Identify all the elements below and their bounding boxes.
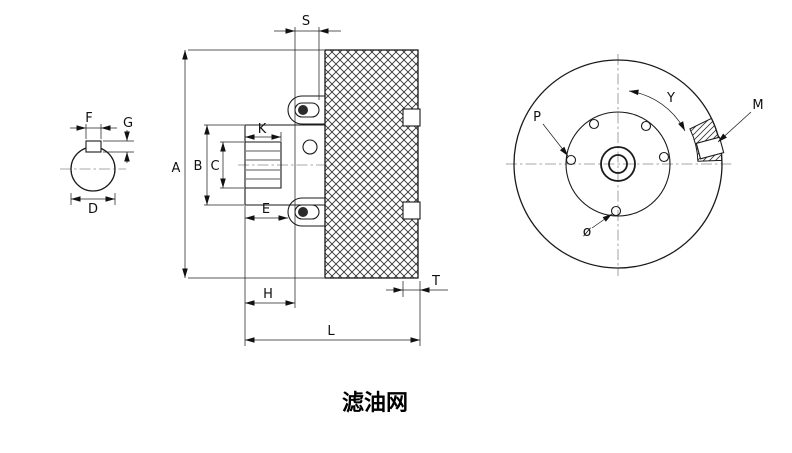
dim-F: F bbox=[70, 111, 117, 139]
dim-S: S bbox=[274, 14, 341, 308]
dim-label-B: B bbox=[194, 159, 203, 174]
dim-label-E: E bbox=[262, 202, 270, 217]
dim-label-K: K bbox=[258, 122, 267, 137]
mesh-body bbox=[324, 49, 419, 279]
dim-label-H: H bbox=[263, 287, 273, 302]
dim-L: L bbox=[245, 324, 420, 343]
inner-circle bbox=[565, 111, 671, 217]
dim-T: T bbox=[386, 274, 448, 346]
dim-C: C bbox=[210, 141, 244, 189]
dim-label-L: L bbox=[327, 324, 335, 339]
bore-circle bbox=[608, 154, 628, 174]
hub-hole bbox=[302, 139, 318, 155]
key-block bbox=[695, 136, 725, 160]
dim-label-C: C bbox=[210, 159, 219, 174]
dim-label-diameter: ø bbox=[583, 224, 592, 240]
dim-label-A: A bbox=[172, 161, 181, 176]
bottom-slot-pin bbox=[298, 207, 308, 217]
keyway bbox=[689, 117, 725, 162]
drawing-caption: 滤油网 bbox=[342, 391, 408, 416]
dim-label-D: D bbox=[88, 202, 98, 217]
hub bbox=[244, 124, 325, 206]
top-clip bbox=[402, 108, 421, 127]
key-tab bbox=[85, 140, 102, 153]
section-view: S A B C K bbox=[172, 14, 448, 346]
dim-label-Y: Y bbox=[666, 91, 675, 106]
dim-label-G: G bbox=[123, 116, 133, 131]
bottom-ear bbox=[287, 197, 325, 227]
dim-label-S: S bbox=[302, 14, 310, 29]
front-view: P Y M ø bbox=[506, 54, 764, 276]
shaft-end-view: F G D bbox=[60, 111, 134, 217]
dim-D: D bbox=[70, 193, 116, 217]
dim-label-T: T bbox=[431, 274, 440, 289]
dim-K: K bbox=[245, 122, 282, 141]
dim-E: E bbox=[245, 202, 288, 221]
top-slot-pin bbox=[298, 105, 308, 115]
dim-P: P bbox=[533, 110, 569, 157]
hub-circle bbox=[600, 146, 636, 182]
outer-circle bbox=[513, 59, 723, 269]
dim-A: A bbox=[172, 49, 324, 279]
dim-M: M bbox=[717, 98, 764, 143]
dim-label-P: P bbox=[533, 110, 541, 125]
bottom-clip bbox=[402, 201, 421, 220]
dim-H: H bbox=[244, 206, 295, 346]
dim-label-F: F bbox=[85, 111, 92, 126]
dim-Y: Y bbox=[628, 89, 686, 132]
dim-diameter: ø bbox=[583, 213, 613, 240]
dim-G: G bbox=[103, 116, 134, 163]
dim-label-M: M bbox=[752, 98, 763, 113]
dim-B: B bbox=[194, 124, 244, 206]
